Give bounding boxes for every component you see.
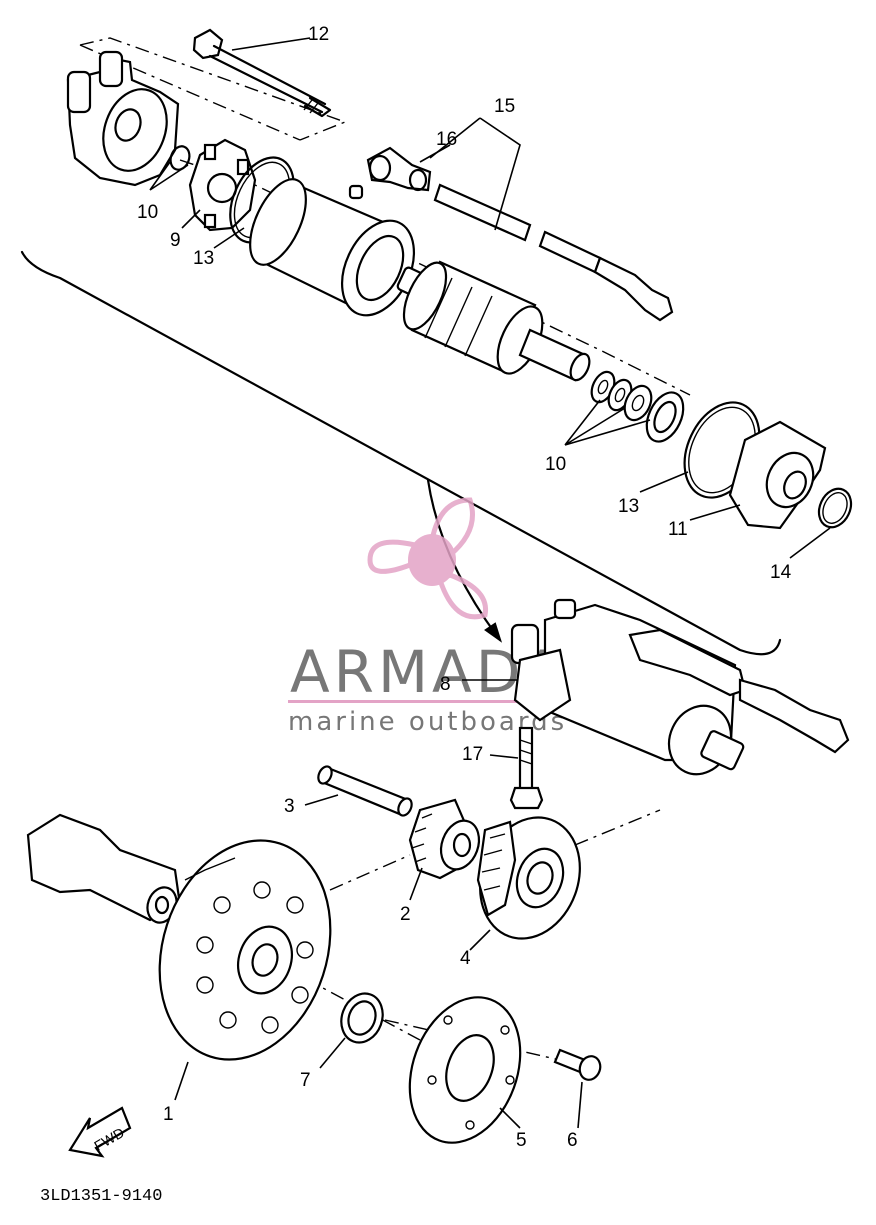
callout-1: 1 (163, 1104, 174, 1125)
washers-10-rear (590, 370, 653, 422)
callout-14: 14 (770, 562, 792, 583)
bolt-17 (509, 726, 544, 810)
starter-clutch-5 (408, 996, 522, 1144)
callout-9: 9 (170, 230, 181, 251)
callout-8: 8 (440, 674, 451, 695)
callout-17: 17 (462, 744, 483, 765)
callout-5: 5 (516, 1130, 527, 1151)
callout-7: 7 (300, 1070, 311, 1091)
callout-13-front: 13 (193, 248, 214, 269)
o-ring-14 (817, 487, 853, 529)
watermark-divider (288, 700, 588, 703)
clutch-gear-4 (476, 816, 581, 940)
armature (396, 260, 591, 382)
callout-11: 11 (668, 519, 688, 540)
brush-plate-9 (188, 138, 257, 232)
callout-10-rear: 10 (545, 454, 566, 475)
diagram-code: 3LD1351-9140 (40, 1187, 162, 1206)
callout-numbers: 12 15 16 10 9 13 10 13 11 14 8 17 3 2 4 … (137, 24, 792, 1151)
rear-cover-11 (728, 420, 827, 530)
bolt-6 (553, 1048, 602, 1081)
watermark-tagline: marine outboards (288, 707, 567, 737)
washer-10-front (169, 145, 191, 171)
starter-motor-8 (510, 598, 850, 776)
shaft-3 (317, 765, 413, 817)
callout-3: 3 (284, 796, 295, 817)
terminal-lead-15 (433, 183, 674, 322)
leader-lines (149, 37, 831, 1129)
callout-10-front: 10 (137, 202, 158, 223)
front-housing (66, 50, 180, 187)
callout-4: 4 (460, 948, 471, 969)
callout-16: 16 (436, 129, 457, 150)
motor-yoke (249, 178, 415, 317)
callout-12: 12 (308, 24, 329, 45)
idler-gear-2 (408, 798, 481, 880)
callout-6: 6 (567, 1130, 578, 1151)
callout-2: 2 (400, 904, 411, 925)
crankshaft-end (26, 813, 182, 924)
callout-13-rear: 13 (618, 496, 639, 517)
armada-logo-propeller (367, 497, 489, 620)
washer-7 (340, 992, 384, 1044)
boot-16 (366, 146, 432, 192)
fwd-arrow-icon: FWD (68, 1106, 132, 1158)
callout-15: 15 (494, 96, 515, 117)
bolt-12 (192, 28, 332, 118)
large-gear-1 (158, 839, 332, 1061)
panel-boundary (20, 250, 782, 656)
